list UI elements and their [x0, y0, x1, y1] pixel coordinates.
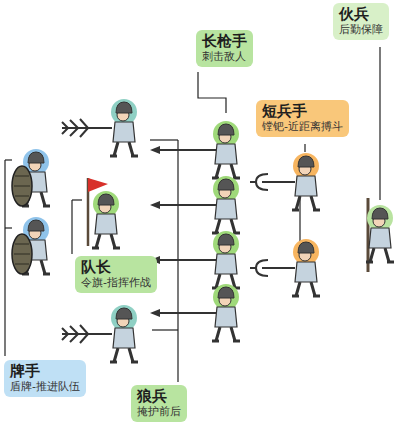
wolf-soldier-label: 狼兵掩护前后 [131, 385, 187, 422]
role-name: 队长 [81, 258, 151, 276]
cook-label: 伙兵后勤保障 [333, 3, 389, 40]
role-name: 长枪手 [202, 32, 247, 50]
role-duty: 掩护前后 [137, 405, 181, 419]
role-duty: 镗钯-近距离搏斗 [262, 120, 343, 134]
role-duty: 刺击敌人 [202, 50, 247, 64]
cook-soldier [366, 198, 394, 272]
shield-soldiers [12, 149, 50, 274]
short-weapon-soldiers [250, 153, 320, 296]
role-name: 狼兵 [137, 387, 181, 405]
spearmen [150, 121, 240, 341]
role-name: 伙兵 [339, 5, 383, 23]
role-duty: 后勤保障 [339, 23, 383, 37]
shield-label: 牌手盾牌-推进队伍 [4, 360, 86, 397]
captain-label: 队长令旗-指挥作战 [75, 256, 157, 293]
leader-lines [5, 47, 380, 382]
wolf-brush-soldiers [62, 99, 138, 362]
short-weapon-label: 短兵手镗钯-近距离搏斗 [256, 100, 349, 137]
role-name: 牌手 [10, 362, 80, 380]
role-duty: 令旗-指挥作战 [81, 276, 151, 290]
role-name: 短兵手 [262, 102, 343, 120]
captain-with-flag [88, 178, 120, 248]
role-duty: 盾牌-推进队伍 [10, 380, 80, 394]
spearman-label: 长枪手刺击敌人 [196, 30, 253, 67]
